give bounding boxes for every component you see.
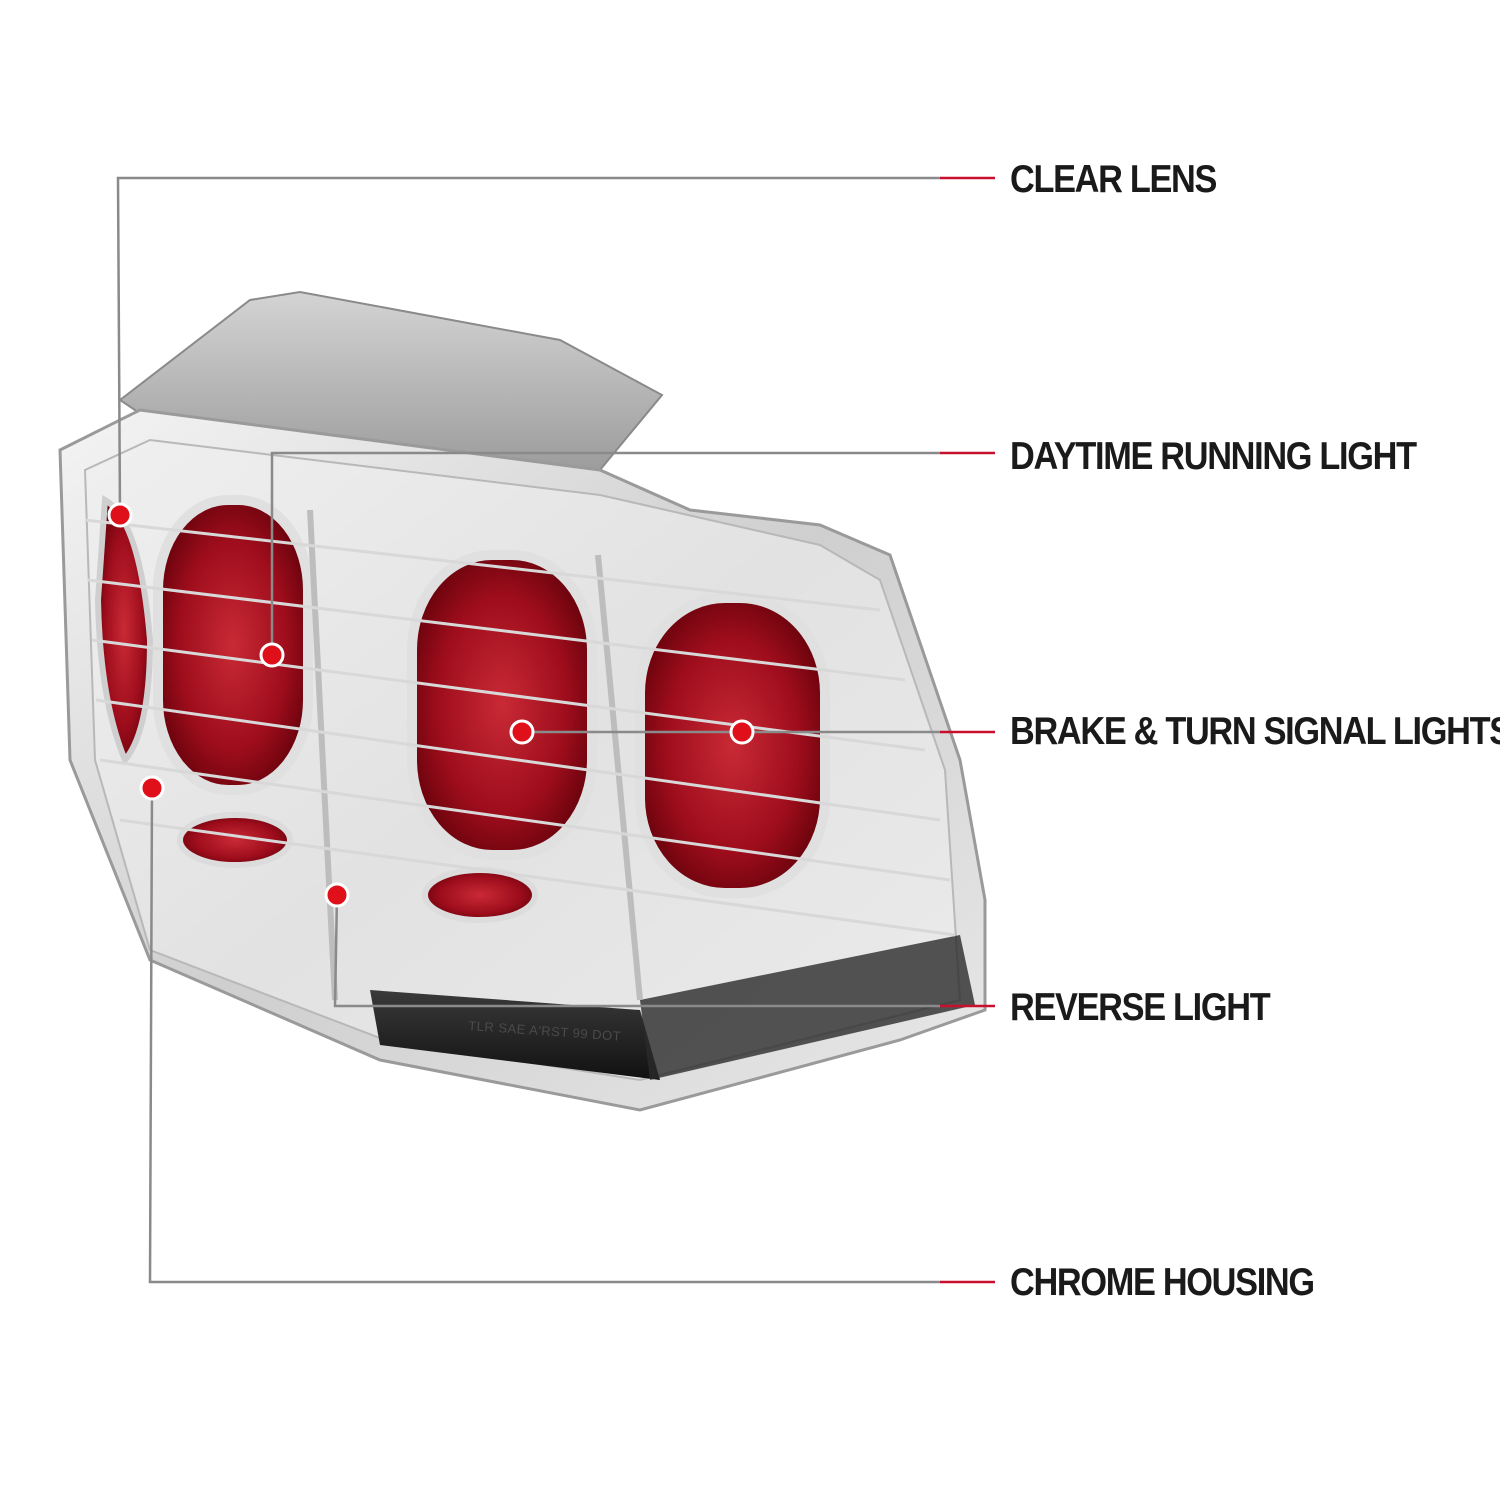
left-reflector [94,495,154,766]
marker-daytime-running-light [259,642,285,668]
lower-reflector-1 [177,812,293,868]
leader-daytime-running-light [270,451,940,655]
callout-label-chrome-housing: CHROME HOUSING [1010,1261,1315,1304]
lower-reflector-2 [422,867,538,923]
reflector-1 [153,495,313,795]
bottom-dark-band [370,990,660,1080]
callout-label-clear-lens: CLEAR LENS [1010,158,1217,201]
callout-markers [107,502,755,908]
callout-label-daytime-running-light: DAYTIME RUNNING LIGHT [1010,435,1417,478]
leader-lines [116,176,995,1284]
leader-reverse-light [333,894,940,1008]
callout-label-reverse-light: REVERSE LIGHT [1010,986,1271,1029]
marker-chrome-housing [139,775,165,801]
leader-chrome-housing [148,787,940,1284]
leader-clear-lens [116,176,940,516]
marker-clear-lens [107,502,133,528]
marker-reverse-light [324,882,350,908]
bottom-dark-band-right [640,935,975,1080]
callout-label-brake-turn-signal-lights: BRAKE & TURN SIGNAL LIGHTS [1010,710,1500,753]
lens-ribs [84,518,956,937]
reflector-3 [635,593,830,898]
divider-2 [595,554,643,1001]
divider-1 [307,509,338,1001]
marker-brake-turn-1 [509,719,535,745]
marker-brake-turn-2 [729,719,755,745]
reflector-2 [407,550,597,860]
